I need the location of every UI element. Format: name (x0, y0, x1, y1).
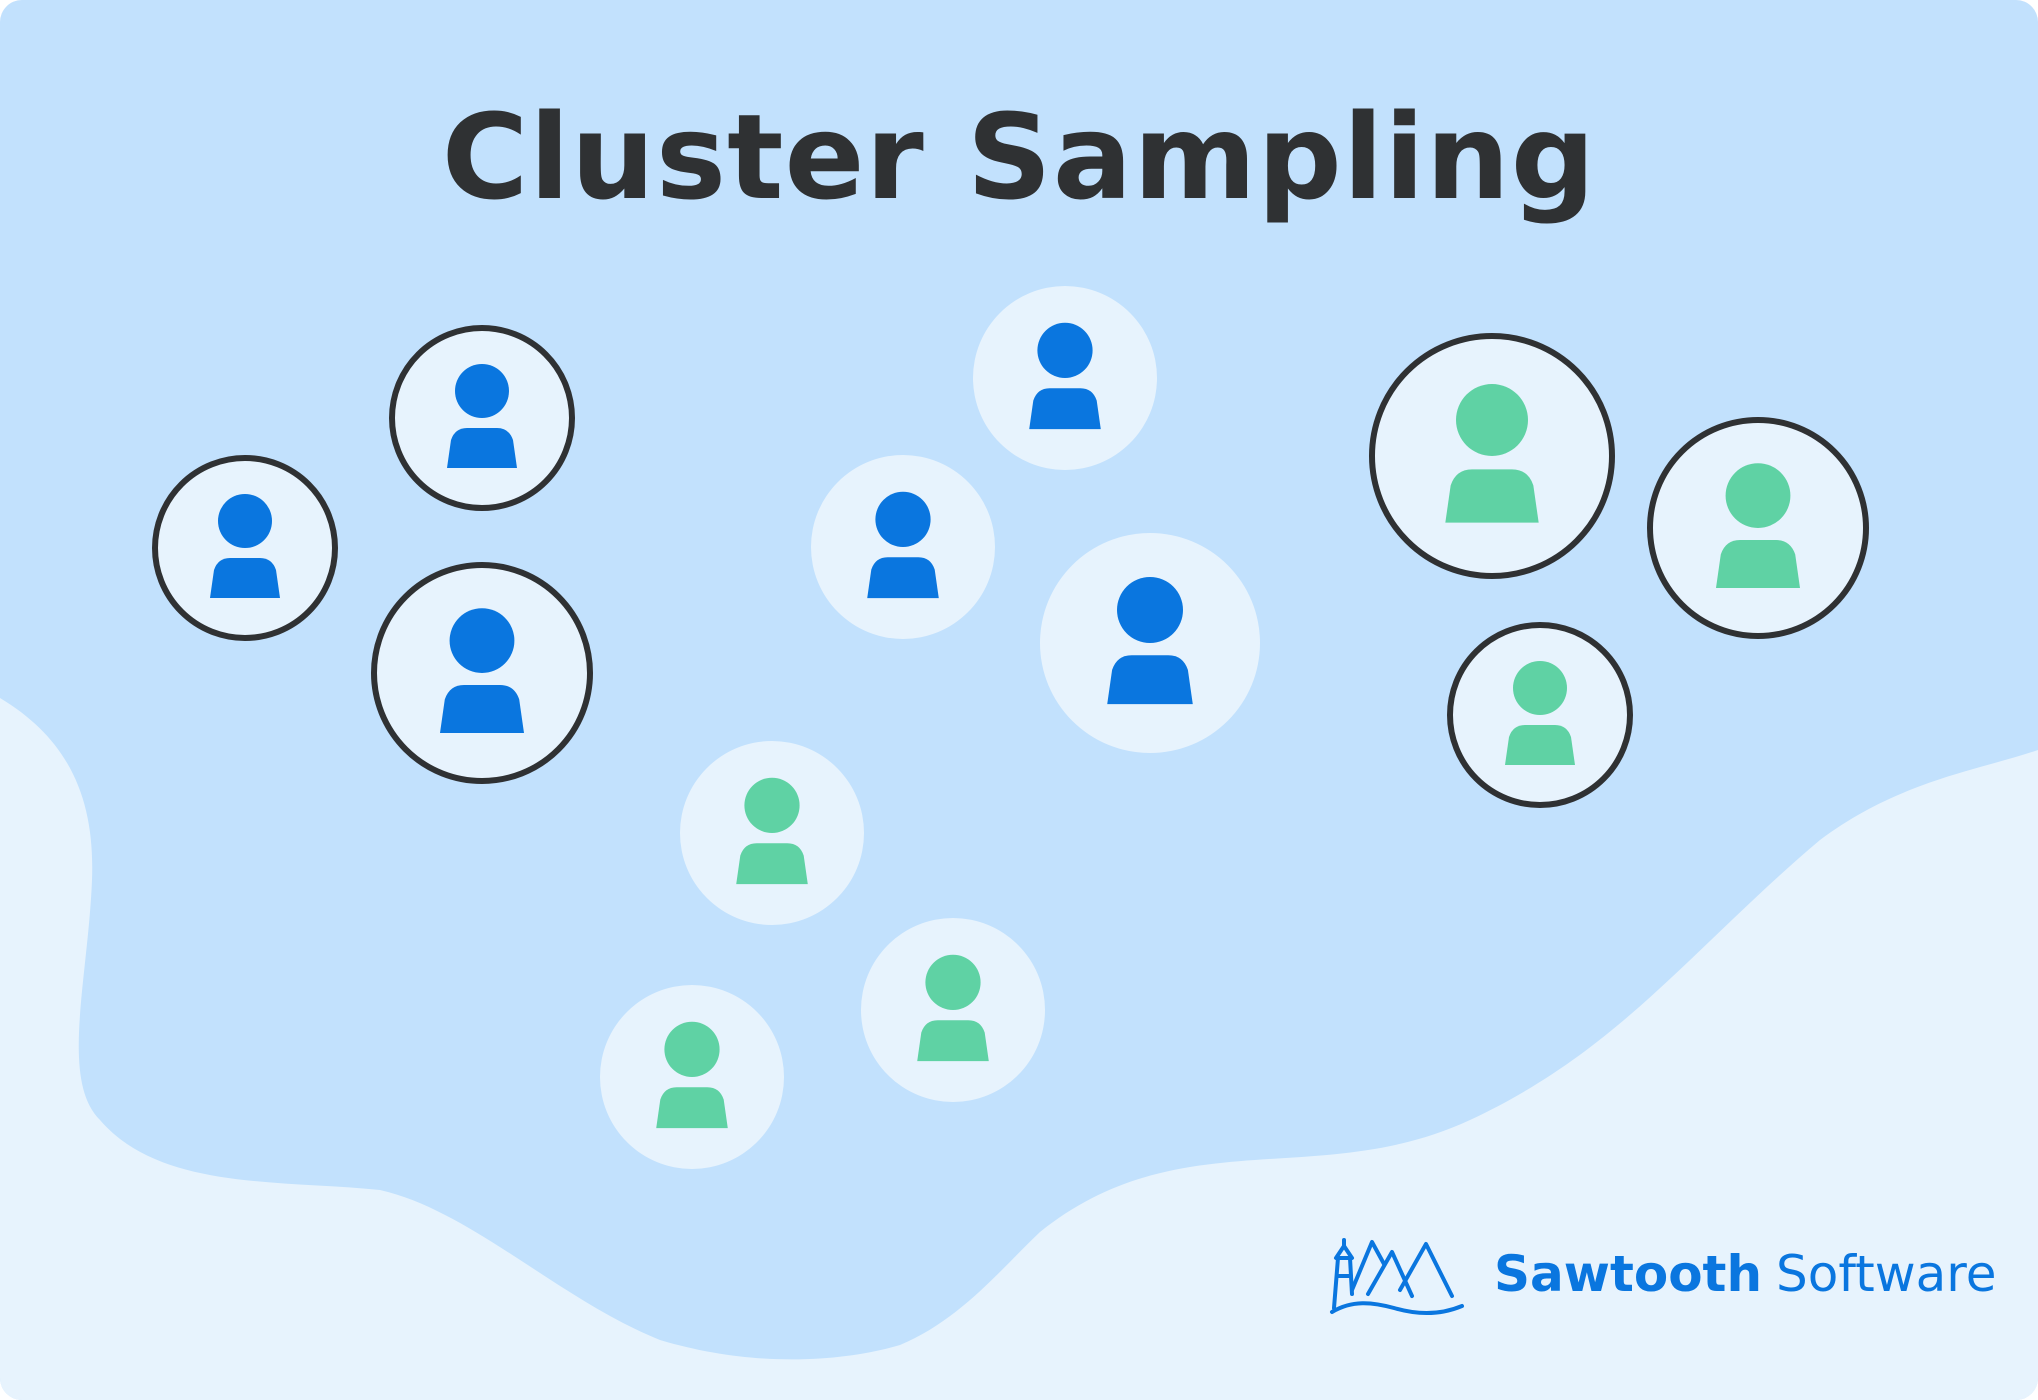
person-icon (447, 364, 517, 468)
person-icon (867, 491, 939, 599)
person-icon (1029, 322, 1101, 430)
person-node (1369, 333, 1615, 579)
brand-name-light: Software (1776, 1245, 1997, 1303)
person-node (1647, 417, 1869, 639)
person-icon (917, 954, 989, 1062)
page-title: Cluster Sampling (441, 88, 1597, 226)
person-node (973, 286, 1157, 470)
person-icon (1505, 661, 1575, 765)
selected-cluster-ring (371, 562, 593, 784)
person-node (861, 918, 1045, 1102)
person-node (389, 325, 575, 511)
person-icon (1107, 577, 1193, 705)
cluster-bottom-green (600, 741, 1045, 1169)
cluster-right (1369, 333, 1869, 808)
person-icon (1716, 463, 1800, 588)
cluster-center-blue (811, 286, 1260, 753)
person-node (680, 741, 864, 925)
person-node (371, 562, 593, 784)
person-node (811, 455, 995, 639)
person-icon (210, 494, 280, 598)
person-node (600, 985, 784, 1169)
brand-name-bold: Sawtooth (1494, 1245, 1763, 1303)
member-circle (973, 286, 1157, 470)
person-icon (656, 1021, 728, 1129)
person-node (1040, 533, 1260, 753)
person-icon (1445, 384, 1539, 523)
person-icon (736, 777, 808, 885)
person-node (152, 455, 338, 641)
person-node (1447, 622, 1633, 808)
person-icon (440, 608, 524, 733)
lighthouse-mountains-logo (1330, 1238, 1464, 1315)
cluster-left (152, 325, 593, 784)
